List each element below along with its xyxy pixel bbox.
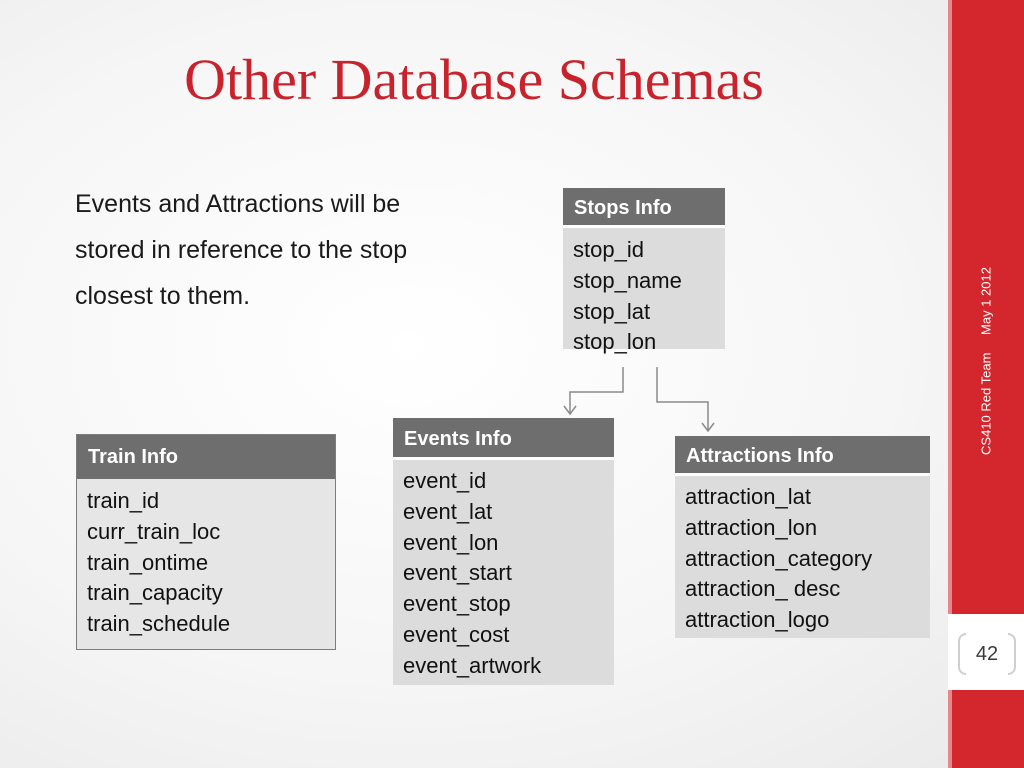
table-header: Attractions Info — [675, 436, 930, 476]
field-row: attraction_logo — [685, 607, 830, 633]
page-number-box — [948, 614, 1024, 690]
field-row: train_capacity — [87, 580, 223, 606]
body-text: Events and Attractions will be stored in… — [75, 190, 408, 310]
footer-team: CS410 Red Team — [978, 352, 994, 455]
field-row: event_lon — [403, 529, 499, 555]
field-row: event_artwork — [403, 652, 542, 678]
arrowhead-events — [563, 405, 577, 416]
sidebar-footer: CS410 Red Team May 1 2012 — [979, 260, 994, 462]
field-row: stop_name — [573, 267, 682, 293]
field-row: attraction_category — [685, 545, 873, 571]
table-header: Events Info — [393, 418, 614, 460]
field-row: curr_train_loc — [87, 518, 221, 544]
footer-date: May 1 2012 — [978, 267, 994, 335]
field-row: event_id — [403, 468, 487, 493]
events-info-table: Events Info event_id event_lat event_lon… — [393, 418, 614, 685]
sidebar-edge-line — [948, 0, 952, 768]
field-row: attraction_lon — [685, 514, 818, 540]
table-fields: attraction_lat attraction_lon attraction… — [675, 476, 930, 638]
relationship-connectors — [563, 367, 715, 433]
connector-stops-to-events — [569, 367, 624, 413]
field-row: train_id — [87, 488, 160, 513]
connector-stops-to-attractions — [656, 367, 709, 430]
field-row: stop_lon — [573, 329, 657, 355]
stops-info-table: Stops Info stop_id stop_name stop_lat st… — [563, 188, 725, 354]
field-row: attraction_lat — [685, 484, 811, 509]
field-row: attraction_ desc — [685, 576, 841, 602]
train-info-table: Train Info train_id curr_train_loc train… — [76, 434, 336, 650]
field-row: event_stop — [403, 591, 511, 617]
field-row: train_ontime — [87, 549, 209, 575]
table-fields: event_id event_lat event_lon event_start… — [393, 460, 614, 685]
field-row: event_start — [403, 560, 512, 586]
table-fields: train_id curr_train_loc train_ontime tra… — [77, 479, 335, 649]
field-row: stop_lat — [573, 298, 651, 324]
field-row: event_cost — [403, 621, 510, 647]
page-number: 42 — [975, 643, 999, 665]
table-header: Train Info — [77, 435, 335, 479]
field-row: stop_id — [573, 237, 644, 262]
left-bracket-decoration — [958, 633, 966, 675]
field-row: train_schedule — [87, 611, 231, 637]
slide-title: Other Database Schemas — [184, 47, 764, 112]
table-fields: stop_id stop_name stop_lat stop_lon — [563, 228, 725, 354]
arrowhead-attractions — [701, 422, 715, 433]
attractions-info-table: Attractions Info attraction_lat attracti… — [675, 436, 930, 638]
field-row: event_lat — [403, 498, 493, 524]
table-header: Stops Info — [563, 188, 725, 228]
